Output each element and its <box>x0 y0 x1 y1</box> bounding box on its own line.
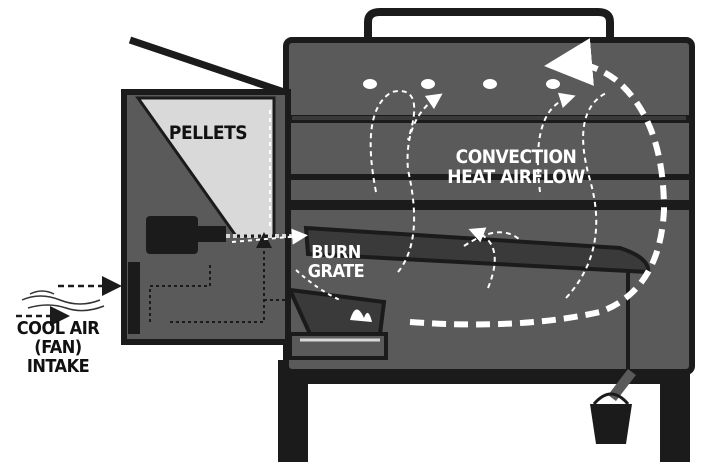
pellets-text: PELLETS <box>168 122 248 144</box>
grease-bucket <box>590 270 636 444</box>
convection-line1: CONVECTION <box>455 146 577 168</box>
drip-tray <box>288 332 388 360</box>
intake-line3: INTAKE <box>26 355 90 377</box>
convection-line2: HEAT AIRFLOW <box>447 165 585 188</box>
hopper-lid <box>128 36 286 96</box>
burn-grate-label: BURN GRATE <box>300 242 372 282</box>
intake-line1: COOL AIR <box>16 318 100 339</box>
burn-airflow <box>231 110 341 301</box>
pellets-label: PELLETS <box>158 122 258 144</box>
burn-grate-line1: BURN <box>311 242 361 263</box>
convection-label: CONVECTION HEAT AIRFLOW <box>436 146 596 188</box>
air-swirl-icon <box>21 290 105 312</box>
lid-seam <box>286 200 692 210</box>
grill-grates <box>286 115 692 180</box>
intake-line2: (FAN) <box>34 336 82 358</box>
intake-air-path <box>149 232 296 323</box>
lid-handle <box>364 8 614 40</box>
fan-intake-panel <box>128 262 140 334</box>
convection-loop <box>409 38 668 328</box>
auger-motor <box>146 216 226 254</box>
intake-label: COOL AIR (FAN) INTAKE <box>6 318 110 377</box>
intake-arrows <box>16 276 122 326</box>
pellet-hopper <box>135 96 276 238</box>
convection-swirls <box>369 90 609 299</box>
burn-grate-line2: GRATE <box>307 260 365 282</box>
